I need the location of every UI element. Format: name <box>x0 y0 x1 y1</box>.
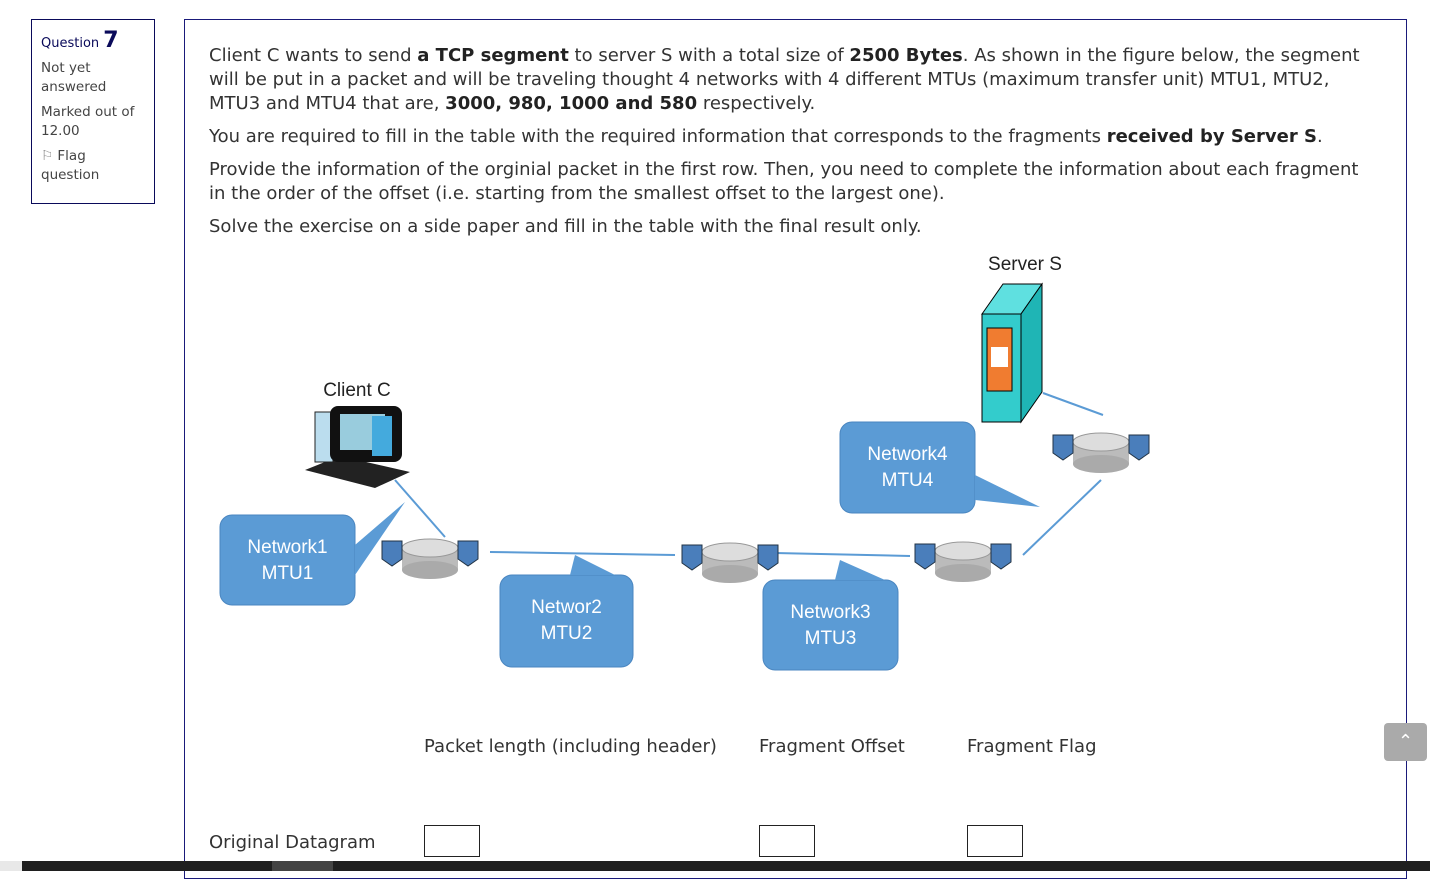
network-name: Network3 <box>790 602 870 623</box>
network-name: Networ2 <box>531 597 602 618</box>
link <box>489 551 676 556</box>
paragraph-1: Client C wants to send a TCP segment to … <box>209 44 1379 116</box>
chevron-up-icon: ⌃ <box>1397 731 1414 752</box>
question-marks: Marked out of 12.00 <box>41 104 135 139</box>
question-number: Question 7 <box>41 28 119 53</box>
question-text: Client C wants to send a TCP segment to … <box>209 44 1379 248</box>
question-content: Client C wants to send a TCP segment to … <box>184 19 1407 879</box>
flag-question-link[interactable]: ⚐ Flag question <box>41 148 100 183</box>
bold-text: a TCP segment <box>417 45 569 66</box>
network-mtu: MTU3 <box>805 628 857 649</box>
taskbar <box>0 861 1430 871</box>
question-info: Question 7 Not yet answered Marked out o… <box>31 19 155 204</box>
text-run: Client C wants to send <box>209 45 418 66</box>
paragraph-4: Solve the exercise on a side paper and f… <box>209 215 1379 239</box>
link <box>394 479 446 538</box>
text-run: . <box>1316 126 1323 147</box>
text-run: You are required to fill in the table wi… <box>209 126 1107 147</box>
header-fragment-offset: Fragment Offset <box>759 736 905 757</box>
fragment-offset-input[interactable] <box>759 825 815 857</box>
router-icon <box>381 538 479 579</box>
header-fragment-flag: Fragment Flag <box>967 736 1097 757</box>
network-diagram: Server S Client C Network1MTU1Networ2MTU… <box>219 254 1150 671</box>
packet-length-input[interactable] <box>424 825 480 857</box>
client-computer-icon <box>305 406 410 488</box>
network-mtu: MTU4 <box>882 470 934 491</box>
taskbar-start <box>0 861 22 871</box>
server-icon <box>981 282 1043 424</box>
paragraph-2: You are required to fill in the table wi… <box>209 125 1379 149</box>
paragraph-3: Provide the information of the orginial … <box>209 158 1379 206</box>
fragment-flag-input[interactable] <box>967 825 1023 857</box>
text-run: respectively. <box>697 93 816 114</box>
router-icon <box>1052 432 1150 473</box>
client-label: Client C <box>323 380 391 401</box>
bold-text: 2500 Bytes <box>849 45 963 66</box>
header-packet-length: Packet length (including header) <box>424 736 717 757</box>
taskbar-active-item[interactable] <box>272 861 333 871</box>
link <box>774 552 911 557</box>
server-label: Server S <box>988 254 1062 275</box>
bold-text: 3000, 980, 1000 and 580 <box>445 93 698 114</box>
scroll-to-top-button[interactable]: ⌃ <box>1384 723 1427 761</box>
network-name: Network4 <box>867 444 948 465</box>
link <box>1042 392 1104 416</box>
network-mtu: MTU2 <box>541 623 593 644</box>
text-run: . As shown in the figure below, the segm… <box>209 45 1360 114</box>
bold-text: received by Server S <box>1106 126 1317 147</box>
link <box>1022 479 1102 556</box>
row-label-original-datagram: Original Datagram <box>209 832 376 853</box>
network-mtu: MTU1 <box>262 563 314 584</box>
text-run: Solve the exercise on a side paper and f… <box>209 216 922 237</box>
flag-icon: ⚐ <box>41 148 54 164</box>
router-icon <box>914 541 1012 582</box>
question-status: Not yet answered <box>41 60 107 95</box>
router-icon <box>681 542 779 583</box>
network-name: Network1 <box>247 537 327 558</box>
text-run: Provide the information of the orginial … <box>209 159 1359 204</box>
text-run: to server S with a total size of <box>568 45 850 66</box>
